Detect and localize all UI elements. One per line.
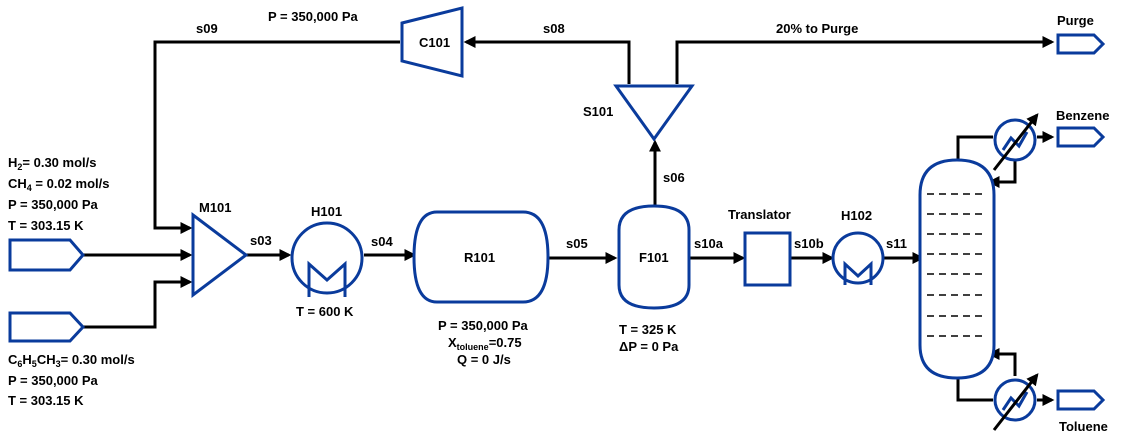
s09-line (153, 40, 400, 234)
column-shell (918, 158, 996, 380)
distillation-column[interactable] (918, 158, 996, 380)
feed1-pressure: P = 350,000 Pa (8, 197, 99, 212)
translator-box[interactable] (743, 231, 792, 287)
stream-label-s11: s11 (886, 236, 907, 251)
heater-h101-coil (307, 260, 347, 297)
heater1-temperature: T = 600 K (296, 304, 354, 319)
heater-h101-circle (290, 221, 364, 295)
flash-label: F101 (639, 250, 669, 265)
heater-h102-label: H102 (841, 208, 872, 223)
heater-h101[interactable] (290, 221, 364, 297)
condenser-arrow (992, 113, 1039, 171)
s08-line (463, 36, 631, 84)
compressor-c101[interactable] (400, 6, 464, 78)
splitter-s101[interactable] (613, 84, 695, 142)
column-bottom-line (956, 372, 993, 402)
feed1-ch4: CH4 = 0.02 mol/s (8, 176, 109, 193)
column-top-line (956, 135, 993, 167)
stream-label-s08: s08 (543, 21, 565, 36)
feed2-pressure: P = 350,000 Pa (8, 373, 99, 388)
flash-f101[interactable] (617, 204, 691, 310)
reflux-line (987, 160, 1017, 188)
flash-conditions: T = 325 K ΔP = 0 Pa (619, 322, 679, 354)
feed2-line (83, 276, 193, 329)
stream-label-s04: s04 (371, 234, 393, 249)
heater-h102[interactable] (831, 231, 885, 285)
reactor-conversion: Xtoluene=0.75 (448, 335, 522, 352)
reboiler-arrow (992, 373, 1039, 431)
toluene-port[interactable] (1056, 389, 1106, 411)
purge-port[interactable] (1056, 33, 1106, 55)
translator-label: Translator (728, 207, 791, 222)
stream-label-s05: s05 (566, 236, 588, 251)
feed2-conditions: C6H5CH3= 0.30 mol/s P = 350,000 Pa T = 3… (8, 352, 135, 408)
feed1-port[interactable] (8, 238, 85, 272)
purge-label: Purge (1057, 13, 1094, 28)
condenser-exchanger[interactable] (992, 113, 1039, 171)
boilup-line (987, 348, 1017, 376)
reactor-r101[interactable] (412, 210, 550, 304)
stream-label-s06: s06 (663, 170, 685, 185)
stream-label-s10a: s10a (694, 236, 724, 251)
compressor-pressure: P = 350,000 Pa (268, 9, 359, 24)
flash-temperature: T = 325 K (619, 322, 677, 337)
feed1-conditions: H2= 0.30 mol/s CH4 = 0.02 mol/s P = 350,… (8, 155, 109, 233)
mixer-symbol[interactable] (191, 211, 249, 299)
stream-label-s10b: s10b (794, 236, 824, 251)
feed1-h2: H2= 0.30 mol/s (8, 155, 96, 172)
reactor-heat-duty: Q = 0 J/s (457, 352, 511, 367)
benzene-label: Benzene (1056, 108, 1109, 123)
benzene-port[interactable] (1056, 126, 1106, 148)
stream-label-s03: s03 (250, 233, 272, 248)
toluene-label: Toluene (1059, 419, 1108, 434)
reactor-label: R101 (464, 250, 495, 265)
feed1-temperature: T = 303.15 K (8, 218, 84, 233)
mixer-label: M101 (199, 200, 232, 215)
feed2-temperature: T = 303.15 K (8, 393, 84, 408)
feed2-port[interactable] (8, 311, 86, 343)
stream-label-s09: s09 (196, 21, 218, 36)
heater-h102-coil (843, 260, 873, 285)
reactor-pressure: P = 350,000 Pa (438, 318, 529, 333)
flash-pressure-drop: ΔP = 0 Pa (619, 339, 679, 354)
heater-h101-label: H101 (311, 204, 342, 219)
feed2-toluene: C6H5CH3= 0.30 mol/s (8, 352, 135, 369)
purge-fraction: 20% to Purge (776, 21, 858, 36)
purge-line (675, 36, 1055, 84)
reactor-conditions: P = 350,000 Pa Xtoluene=0.75 Q = 0 J/s (438, 318, 529, 367)
reboiler-exchanger[interactable] (992, 373, 1039, 431)
splitter-label: S101 (583, 104, 613, 119)
stream-lines (83, 36, 1055, 406)
compressor-label: C101 (419, 35, 450, 50)
